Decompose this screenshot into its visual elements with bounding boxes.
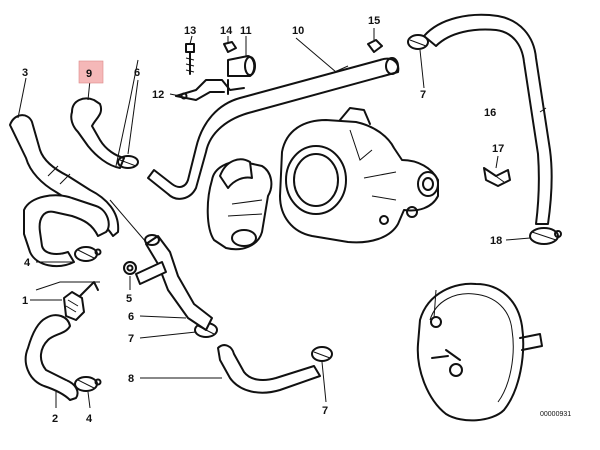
highlighted-callout-box [78,60,104,84]
callout-16: 16 [484,107,496,119]
part-7-clamp-d [407,34,429,50]
part-7-clamp-c [311,346,333,362]
part-10-pipe [147,57,400,200]
callout-7-d: 7 [420,89,426,101]
part-15-fitting [367,39,383,53]
callout-18: 18 [490,235,502,247]
brake-booster [416,282,543,422]
callout-4-a: 4 [24,257,31,269]
part-5-fitting [123,261,137,275]
callout-4-b: 4 [86,413,93,425]
callout-7-c: 7 [322,405,328,417]
callout-13: 13 [184,25,196,37]
part-6-pipe [135,234,213,331]
part-12-bracket [175,79,245,101]
callout-8: 8 [128,373,134,385]
callout-3: 3 [22,67,28,79]
part-8-hose [217,344,321,394]
callout-5: 5 [126,293,132,305]
callout-6: 6 [128,311,134,323]
callout-1: 1 [22,295,28,307]
reference-number: 00000931 [540,411,571,418]
part-9-hose [70,97,125,169]
throttle-body [279,107,439,244]
callout-7-a: 6 [134,67,140,79]
callout-10: 10 [292,25,304,37]
callout-2: 2 [52,413,58,425]
callout-labels: 3 9 6 4 1 2 4 5 6 7 8 7 12 13 14 11 10 1… [22,15,571,425]
part-18-clamp [529,227,562,245]
part-4-clamp-lower [74,376,102,392]
callout-9: 9 [86,68,92,80]
thermostat-housing [206,158,273,251]
part-16-hose [423,13,553,225]
part-14-nut [223,41,237,53]
part-2-hose [24,314,79,401]
callout-15: 15 [368,15,380,27]
part-17-clip [483,167,511,187]
part-7-clamp-a [117,155,139,169]
part-11-fitting [227,55,256,77]
callout-14: 14 [220,25,233,37]
callout-11: 11 [240,25,252,37]
part-4-clamp-upper [74,246,102,262]
callout-7-b: 7 [128,333,134,345]
leader-lines [17,28,547,409]
callout-12: 12 [152,89,164,101]
part-1-fitting [63,281,99,321]
callout-17: 17 [492,143,504,155]
part-13-bolt [185,43,195,75]
